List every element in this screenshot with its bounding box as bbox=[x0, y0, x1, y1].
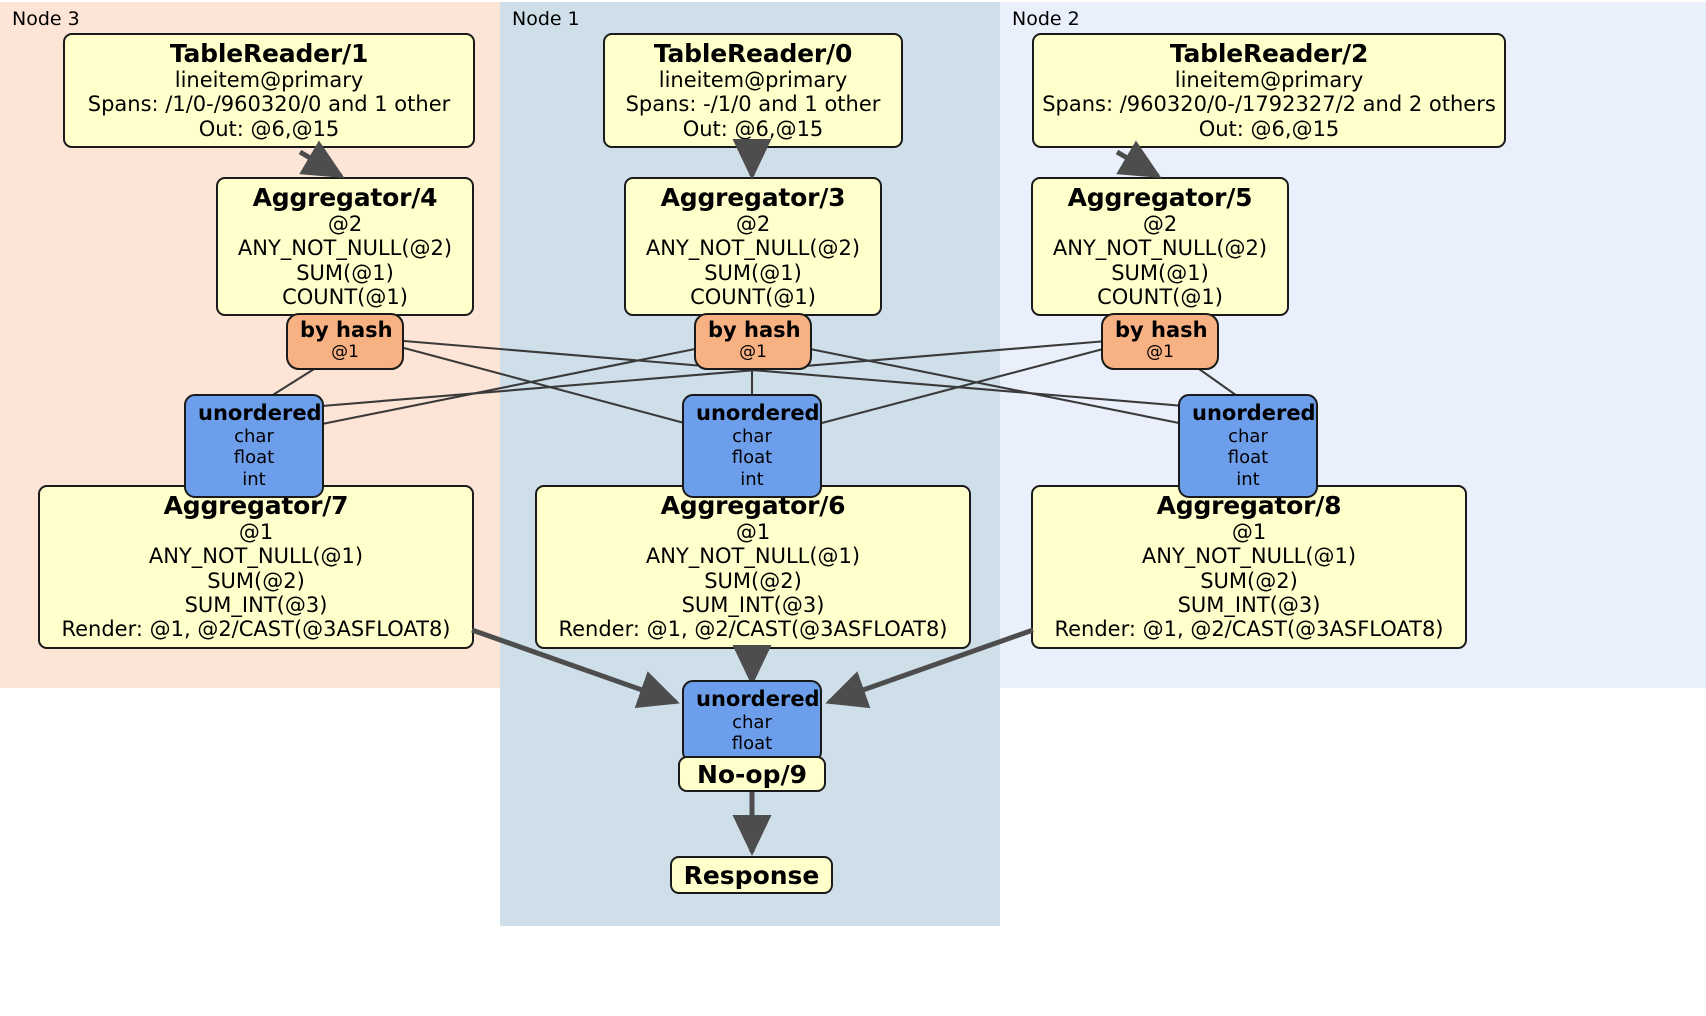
aggregator-6-render: Render: @1, @2/CAST(@3ASFLOAT8) bbox=[558, 617, 948, 642]
synchronizer-unordered-aggregator-8[interactable]: unordered char float int bbox=[1178, 394, 1318, 499]
aggregator-8-func-2: SUM(@2) bbox=[1200, 568, 1298, 593]
router-by-hash-5-title: by hash bbox=[1115, 318, 1208, 342]
tablereader-1-out: Out: @6,@15 bbox=[198, 116, 340, 141]
aggregator-7-func-2: SUM(@2) bbox=[207, 568, 305, 593]
aggregator-5-func-2: SUM(@1) bbox=[1111, 260, 1209, 285]
sync-unordered-8-type-1: char bbox=[1228, 425, 1268, 447]
sync-unordered-7-type-3: int bbox=[242, 468, 266, 490]
aggregator-5-func-3: COUNT(@1) bbox=[1097, 285, 1223, 310]
tablereader-2-out: Out: @6,@15 bbox=[1198, 116, 1340, 141]
sync-unordered-7-title: unordered bbox=[198, 401, 322, 425]
tablereader-1-spans: Spans: /1/0-/960320/0 and 1 other bbox=[87, 92, 451, 117]
router-by-hash-aggregator-3[interactable]: by hash @1 bbox=[694, 313, 812, 371]
tablereader-0-out: Out: @6,@15 bbox=[682, 116, 824, 141]
sync-unordered-8-type-3: int bbox=[1236, 468, 1260, 490]
aggregator-6-func-2: SUM(@2) bbox=[704, 568, 802, 593]
tablereader-2-title: TableReader/2 bbox=[1169, 39, 1369, 68]
tablereader-2-spans: Spans: /960320/0-/1792327/2 and 2 others bbox=[1042, 92, 1496, 117]
processor-tablereader-1[interactable]: TableReader/1 lineitem@primary Spans: /1… bbox=[63, 33, 475, 149]
aggregator-6-func-3: SUM_INT(@3) bbox=[681, 593, 825, 618]
aggregator-7-func-1: ANY_NOT_NULL(@1) bbox=[148, 544, 364, 569]
response-title: Response bbox=[683, 860, 820, 890]
synchronizer-unordered-aggregator-6[interactable]: unordered char float int bbox=[682, 394, 822, 499]
router-by-hash-4-columns: @1 bbox=[331, 341, 359, 362]
router-by-hash-5-columns: @1 bbox=[1146, 341, 1174, 362]
aggregator-7-render: Render: @1, @2/CAST(@3ASFLOAT8) bbox=[61, 617, 451, 642]
processor-aggregator-3[interactable]: Aggregator/3 @2 ANY_NOT_NULL(@2) SUM(@1)… bbox=[624, 177, 882, 317]
sync-unordered-8-title: unordered bbox=[1192, 401, 1316, 425]
processor-aggregator-7[interactable]: Aggregator/7 @1 ANY_NOT_NULL(@1) SUM(@2)… bbox=[38, 485, 474, 649]
node-panel-label-node-2: Node 2 bbox=[1012, 8, 1080, 30]
aggregator-4-func-3: COUNT(@1) bbox=[282, 285, 408, 310]
router-by-hash-aggregator-5[interactable]: by hash @1 bbox=[1101, 313, 1219, 371]
aggregator-8-render: Render: @1, @2/CAST(@3ASFLOAT8) bbox=[1054, 617, 1444, 642]
processor-tablereader-0[interactable]: TableReader/0 lineitem@primary Spans: -/… bbox=[603, 33, 903, 149]
sync-unordered-6-type-2: float bbox=[731, 447, 773, 469]
processor-tablereader-2[interactable]: TableReader/2 lineitem@primary Spans: /9… bbox=[1032, 33, 1506, 149]
aggregator-3-func-1: ANY_NOT_NULL(@2) bbox=[645, 236, 861, 261]
aggregator-5-func-1: ANY_NOT_NULL(@2) bbox=[1052, 236, 1268, 261]
tablereader-1-table: lineitem@primary bbox=[174, 68, 364, 92]
sync-unordered-final-type-2: float bbox=[731, 733, 773, 755]
tablereader-2-table: lineitem@primary bbox=[1174, 68, 1364, 92]
processor-noop-9[interactable]: No-op/9 bbox=[678, 756, 826, 792]
synchronizer-unordered-aggregator-7[interactable]: unordered char float int bbox=[184, 394, 324, 499]
aggregator-3-group: @2 bbox=[735, 212, 771, 236]
processor-aggregator-5[interactable]: Aggregator/5 @2 ANY_NOT_NULL(@2) SUM(@1)… bbox=[1031, 177, 1289, 317]
router-by-hash-3-title: by hash bbox=[708, 318, 801, 342]
sync-unordered-final-title: unordered bbox=[696, 687, 820, 711]
sync-unordered-7-type-2: float bbox=[233, 447, 275, 469]
aggregator-8-func-3: SUM_INT(@3) bbox=[1177, 593, 1321, 618]
aggregator-6-func-1: ANY_NOT_NULL(@1) bbox=[645, 544, 861, 569]
aggregator-8-group: @1 bbox=[1231, 520, 1267, 544]
sync-unordered-6-type-1: char bbox=[732, 425, 772, 447]
tablereader-0-table: lineitem@primary bbox=[658, 68, 848, 92]
aggregator-7-group: @1 bbox=[238, 520, 274, 544]
aggregator-3-func-2: SUM(@1) bbox=[704, 260, 802, 285]
sync-unordered-7-type-1: char bbox=[234, 425, 274, 447]
node-panel-label-node-1: Node 1 bbox=[512, 8, 580, 30]
noop-9-title: No-op/9 bbox=[696, 759, 808, 789]
router-by-hash-4-title: by hash bbox=[300, 318, 393, 342]
aggregator-3-title: Aggregator/3 bbox=[660, 183, 846, 212]
processor-response[interactable]: Response bbox=[670, 856, 833, 894]
sync-unordered-final-type-1: char bbox=[732, 711, 772, 733]
node-panel-label-node-3: Node 3 bbox=[12, 8, 80, 30]
aggregator-7-func-3: SUM_INT(@3) bbox=[184, 593, 328, 618]
synchronizer-unordered-final[interactable]: unordered char float bbox=[682, 680, 822, 763]
sync-unordered-6-title: unordered bbox=[696, 401, 820, 425]
tablereader-0-title: TableReader/0 bbox=[653, 39, 853, 68]
aggregator-4-func-2: SUM(@1) bbox=[296, 260, 394, 285]
aggregator-8-func-1: ANY_NOT_NULL(@1) bbox=[1141, 544, 1357, 569]
aggregator-4-func-1: ANY_NOT_NULL(@2) bbox=[237, 236, 453, 261]
processor-aggregator-6[interactable]: Aggregator/6 @1 ANY_NOT_NULL(@1) SUM(@2)… bbox=[535, 485, 971, 649]
aggregator-5-group: @2 bbox=[1142, 212, 1178, 236]
tablereader-0-spans: Spans: -/1/0 and 1 other bbox=[625, 92, 881, 117]
router-by-hash-3-columns: @1 bbox=[739, 341, 767, 362]
aggregator-5-title: Aggregator/5 bbox=[1067, 183, 1253, 212]
sync-unordered-8-type-2: float bbox=[1227, 447, 1269, 469]
sync-unordered-6-type-3: int bbox=[740, 468, 764, 490]
aggregator-3-func-3: COUNT(@1) bbox=[690, 285, 816, 310]
processor-aggregator-4[interactable]: Aggregator/4 @2 ANY_NOT_NULL(@2) SUM(@1)… bbox=[216, 177, 474, 317]
router-by-hash-aggregator-4[interactable]: by hash @1 bbox=[286, 313, 404, 371]
aggregator-4-title: Aggregator/4 bbox=[252, 183, 438, 212]
aggregator-4-group: @2 bbox=[327, 212, 363, 236]
aggregator-6-group: @1 bbox=[735, 520, 771, 544]
tablereader-1-title: TableReader/1 bbox=[169, 39, 369, 68]
processor-aggregator-8[interactable]: Aggregator/8 @1 ANY_NOT_NULL(@1) SUM(@2)… bbox=[1031, 485, 1467, 649]
